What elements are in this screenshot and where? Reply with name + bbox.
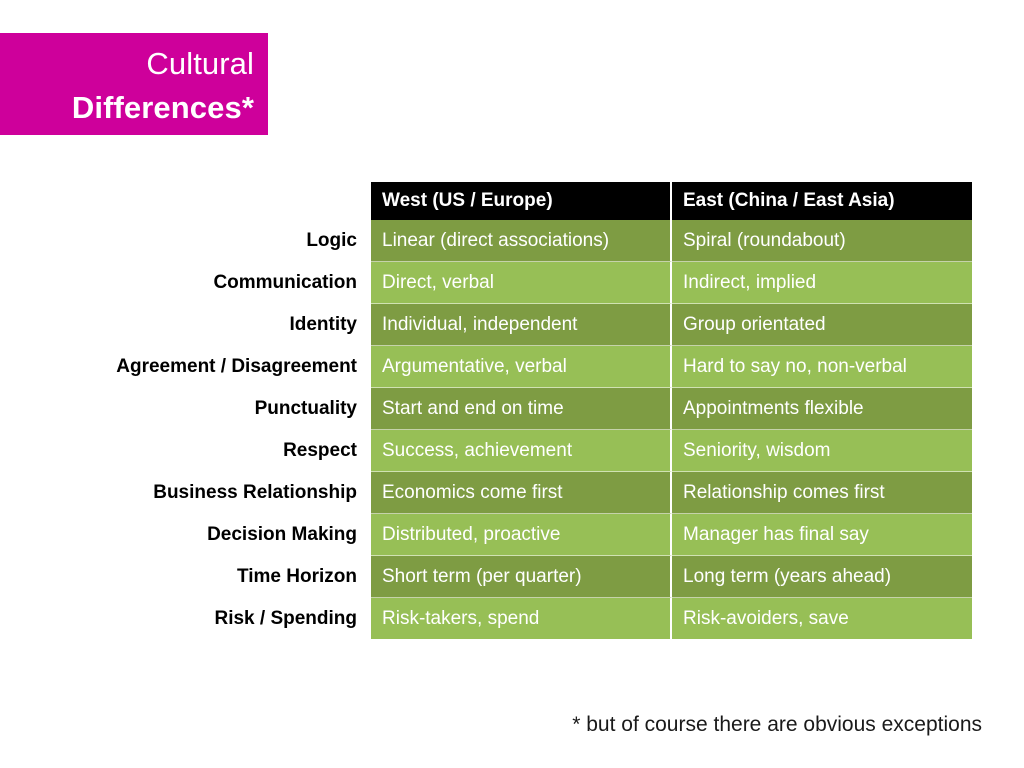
column-header-east: East (China / East Asia)	[672, 182, 972, 220]
row-label: Agreement / Disagreement	[0, 346, 371, 388]
cell-west: Short term (per quarter)	[371, 556, 672, 598]
row-label: Punctuality	[0, 388, 371, 430]
cell-east: Manager has final say	[672, 514, 972, 556]
cell-west: Linear (direct associations)	[371, 220, 672, 262]
row-label: Communication	[0, 262, 371, 304]
slide-title-line-1: Cultural	[146, 46, 254, 81]
row-label: Identity	[0, 304, 371, 346]
slide-title-line-2: Differences*	[71, 90, 254, 125]
table-header: West (US / Europe) East (China / East As…	[0, 182, 972, 220]
comparison-table-wrapper: West (US / Europe) East (China / East As…	[0, 182, 972, 639]
cell-east: Indirect, implied	[672, 262, 972, 304]
cultural-differences-table: West (US / Europe) East (China / East As…	[0, 182, 972, 639]
cell-east: Risk-avoiders, save	[672, 598, 972, 639]
cell-west: Distributed, proactive	[371, 514, 672, 556]
row-label: Time Horizon	[0, 556, 371, 598]
cell-west: Argumentative, verbal	[371, 346, 672, 388]
column-header-west: West (US / Europe)	[371, 182, 672, 220]
cell-west: Success, achievement	[371, 430, 672, 472]
cell-east: Seniority, wisdom	[672, 430, 972, 472]
cell-east: Group orientated	[672, 304, 972, 346]
cell-east: Hard to say no, non-verbal	[672, 346, 972, 388]
row-label: Decision Making	[0, 514, 371, 556]
cell-east: Appointments flexible	[672, 388, 972, 430]
cell-west: Individual, independent	[371, 304, 672, 346]
cell-east: Spiral (roundabout)	[672, 220, 972, 262]
footnote-text: * but of course there are obvious except…	[572, 713, 982, 736]
cell-west: Direct, verbal	[371, 262, 672, 304]
cell-west: Risk-takers, spend	[371, 598, 672, 639]
row-label: Risk / Spending	[0, 598, 371, 639]
table-header-row: West (US / Europe) East (China / East As…	[0, 182, 972, 220]
cell-west: Start and end on time	[371, 388, 672, 430]
cell-east: Relationship comes first	[672, 472, 972, 514]
cell-east: Long term (years ahead)	[672, 556, 972, 598]
row-label: Business Relationship	[0, 472, 371, 514]
slide-title-block: Cultural Differences*	[0, 33, 268, 135]
table-corner-cell	[0, 182, 371, 220]
row-label: Respect	[0, 430, 371, 472]
row-label: Logic	[0, 220, 371, 262]
cell-west: Economics come first	[371, 472, 672, 514]
